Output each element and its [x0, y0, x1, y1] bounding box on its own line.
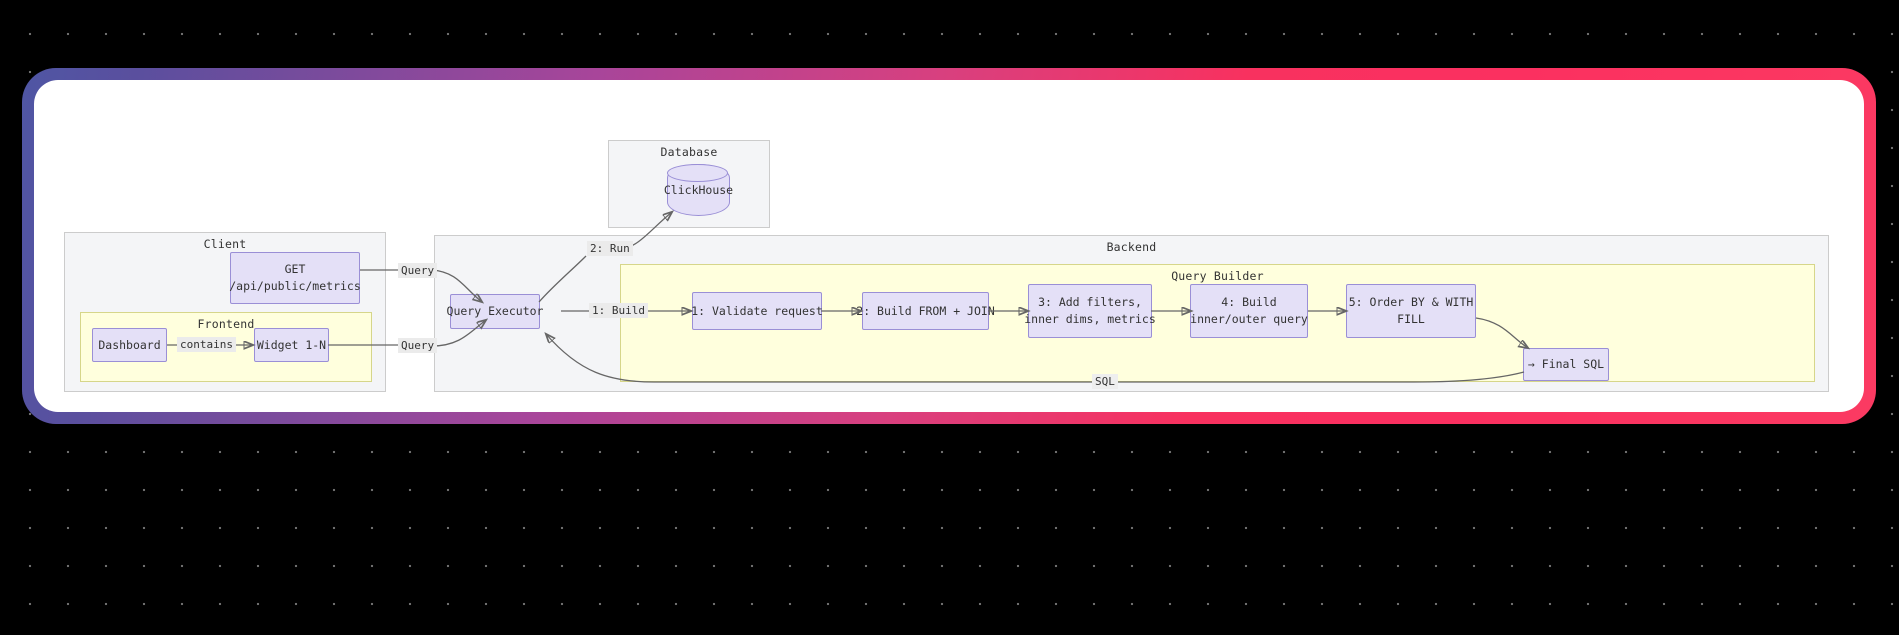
node-final-sql-label: → Final SQL: [1527, 357, 1605, 371]
node-step-1-label: 1: Validate request: [691, 303, 823, 318]
node-clickhouse-label: ClickHouse: [663, 183, 734, 197]
edge-label-sql: SQL: [1092, 374, 1118, 389]
node-step-4-line2: inner/outer query: [1190, 312, 1308, 326]
node-clickhouse[interactable]: ClickHouse: [663, 164, 734, 216]
node-get-endpoint-path: /api/public/metrics: [229, 279, 361, 293]
cluster-backend-label: Backend: [1106, 240, 1157, 254]
node-step-5-line1: 5: Order BY & WITH: [1348, 295, 1474, 309]
node-step-3-line2: inner dims, metrics: [1024, 312, 1156, 326]
cluster-frontend-label: Frontend: [197, 317, 255, 331]
gradient-card-frame: Client GET /api/public/metrics Frontend …: [22, 68, 1876, 424]
node-step-2-label: 2: Build FROM + JOIN: [856, 303, 995, 318]
node-query-executor-label: Query Executor: [446, 304, 544, 318]
node-step-3-add-filters[interactable]: 3: Add filters, inner dims, metrics: [1024, 284, 1156, 338]
node-widget[interactable]: Widget 1-N: [254, 328, 329, 362]
node-widget-label: Widget 1-N: [256, 337, 327, 352]
cluster-client-label: Client: [203, 237, 247, 251]
node-step-1-validate-request[interactable]: 1: Validate request: [691, 292, 823, 330]
node-dashboard[interactable]: Dashboard: [92, 328, 167, 362]
cluster-query-builder-label: Query Builder: [1171, 269, 1264, 283]
node-step-5-order-by-with-fill[interactable]: 5: Order BY & WITH FILL: [1346, 284, 1476, 338]
node-step-5-line2: FILL: [1397, 312, 1425, 326]
node-final-sql[interactable]: → Final SQL: [1523, 348, 1609, 381]
edge-label-contains: contains: [177, 337, 236, 352]
node-query-executor[interactable]: Query Executor: [447, 294, 543, 329]
edge-label-query-bottom: Query: [398, 338, 438, 353]
card-surface: Client GET /api/public/metrics Frontend …: [34, 80, 1864, 412]
edge-label-run: 2: Run: [587, 241, 633, 256]
node-step-2-build-from-join[interactable]: 2: Build FROM + JOIN: [856, 292, 995, 330]
node-get-endpoint[interactable]: GET /api/public/metrics: [229, 252, 361, 304]
node-get-endpoint-method: GET: [284, 262, 306, 276]
node-dashboard-label: Dashboard: [98, 337, 161, 352]
node-step-4-line1: 4: Build: [1221, 295, 1277, 309]
node-step-4-build-inner-outer-query[interactable]: 4: Build inner/outer query: [1190, 284, 1308, 338]
node-step-3-line1: 3: Add filters,: [1038, 295, 1142, 309]
cluster-database-label: Database: [660, 145, 718, 159]
edge-label-query-top: Query: [398, 263, 438, 278]
edge-label-build: 1: Build: [589, 303, 648, 318]
